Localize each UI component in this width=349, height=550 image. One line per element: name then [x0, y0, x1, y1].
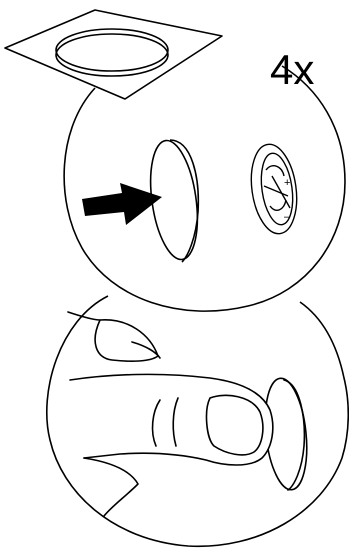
quantity-label: 4x [270, 46, 314, 93]
svg-text:–: – [284, 211, 291, 223]
adhesive-pad-sheet-icon [5, 10, 222, 99]
self-tapping-screw-icon: + – [246, 141, 302, 236]
svg-text:+: + [284, 177, 290, 189]
push-arrow-icon [82, 183, 162, 225]
hand-pressing-icon [68, 312, 312, 516]
detail-circle-top [64, 66, 345, 311]
